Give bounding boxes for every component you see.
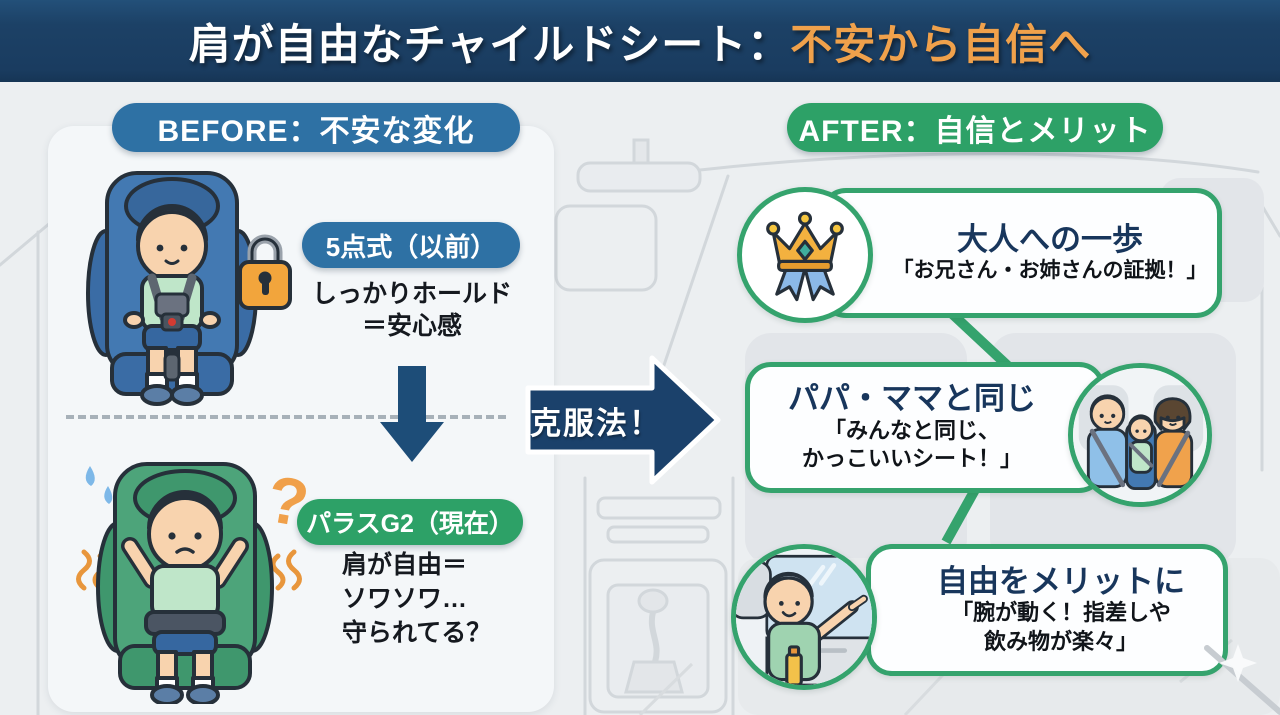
before-badge: BEFORE：不安な変化 [112,103,520,152]
old-seat-caption-line: ＝安心感 [361,312,462,340]
benefit-subtitle: 「みんなと同じ、 かっこいいシート！」 [802,417,1022,474]
sweat-drops-icon [85,466,113,504]
after-badge: AFTER：自信とメリット [787,103,1163,152]
old-seat-caption-line: しっかりホールド [311,280,512,308]
new-seat-caption-line: ソワソワ… [342,585,468,613]
divider-dashed [66,415,506,419]
benefit-subtitle: 「お兄さん・お姉さんの証拠！」 [892,259,1208,283]
kokufuku-arrow [525,355,721,485]
five-point-badge: 5点式（以前） [302,222,520,268]
benefit-subtitle-line: 飲み物が楽々」 [983,628,1138,654]
benefit-subtitle-line: 「腕が動く！指差しや [951,600,1171,626]
benefit-title: パパ・ママと同じ [788,381,1036,417]
new-seat-caption-line: 肩が自由＝ [342,551,468,579]
benefit-card-freedom-merit: 自由をメリットに 「腕が動く！指差しや 飲み物が楽々」 [866,544,1228,676]
kokufuku-arrow-label: 克服法！ [530,405,662,441]
family-in-car-icon [1073,368,1207,502]
benefit-subtitle-line: 「みんなと同じ、 [823,417,1000,443]
boy-pointing-icon [736,549,872,685]
page-title: 肩が自由なチャイルドシート：不安から自信へ [189,11,1092,72]
old-seat-illustration [86,171,292,406]
crown-ribbon-icon [766,211,844,302]
old-seat-caption: しっかりホールド ＝安心感 [292,278,532,342]
new-seat-caption-line: 守られてる？ [342,619,492,647]
page-title-main: 肩が自由なチャイルドシート： [188,20,791,68]
benefit-subtitle-line: かっこいいシート！」 [801,446,1022,472]
down-arrow-icon [380,366,444,462]
header-bar: 肩が自由なチャイルドシート：不安から自信へ [0,0,1280,82]
benefit-icon-circle [737,187,873,323]
new-seat-caption: 肩が自由＝ ソワソワ… 守られてる？ [342,548,542,650]
benefit-icon-circle [731,544,877,690]
five-point-harness [147,273,197,382]
worried-boy-illustration: ? [76,461,313,704]
benefit-title: 自由をメリットに [937,563,1185,599]
benefit-card-same-as-parents: パパ・ママと同じ 「みんなと同じ、 かっこいいシート！」 [745,362,1105,493]
benefit-title: 大人への一歩 [957,221,1143,257]
benefit-card-adult-step: 大人への一歩 「お兄さん・お姉さんの証拠！」 [820,188,1222,318]
benefit-icon-circle [1068,363,1212,507]
lock-icon [238,234,292,310]
rearview-mirror-icon [576,138,702,193]
g2-badge: パラスG2（現在） [297,499,523,545]
page-title-accent: 不安から自信へ [790,20,1092,68]
benefit-subtitle: 「腕が動く！指差しや 飲み物が楽々」 [951,599,1171,656]
